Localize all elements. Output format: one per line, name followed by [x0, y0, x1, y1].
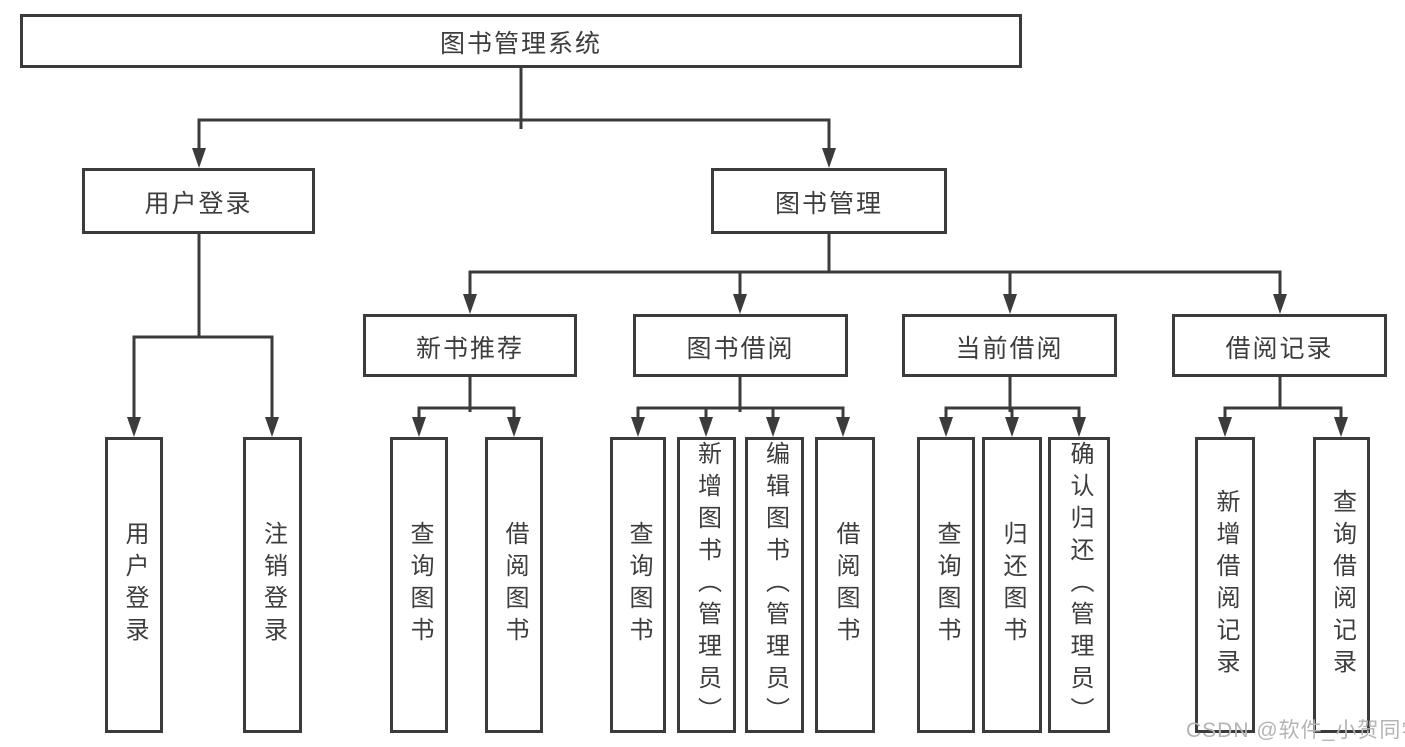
leaf-return-book: 归还图书 — [982, 437, 1042, 733]
leaf-add-book-admin-label: 新增图书（管理员） — [693, 441, 721, 729]
node-book-management: 图书管理 — [711, 168, 947, 234]
leaf-query-books-recommend-label: 查询图书 — [406, 521, 433, 649]
leaf-query-borrow-record-label: 查询借阅记录 — [1328, 489, 1356, 681]
node-new-book-recommendation: 新书推荐 — [363, 314, 577, 377]
leaf-borrow-books-recommend: 借阅图书 — [485, 437, 543, 733]
node-book-borrowing: 图书借阅 — [633, 314, 848, 377]
node-current-borrowing-label: 当前借阅 — [955, 334, 1064, 363]
leaf-return-book-label: 归还图书 — [999, 521, 1026, 649]
csdn-watermark: CSDN @软件_小贺同学 — [1186, 719, 1405, 742]
leaf-query-books-current: 查询图书 — [917, 437, 975, 733]
leaf-query-books-current-label: 查询图书 — [933, 521, 960, 649]
leaf-add-borrow-record: 新增借阅记录 — [1195, 437, 1255, 733]
leaf-borrow-books-borrowing: 借阅图书 — [815, 437, 875, 733]
leaf-add-borrow-record-label: 新增借阅记录 — [1212, 489, 1239, 681]
leaf-user-login: 用户登录 — [105, 437, 163, 733]
leaf-confirm-return-admin: 确认归还（管理员） — [1048, 437, 1110, 733]
node-new-book-recommendation-label: 新书推荐 — [415, 334, 524, 363]
node-root: 图书管理系统 — [20, 14, 1022, 68]
leaf-edit-book-admin: 编辑图书（管理员） — [745, 437, 804, 733]
node-root-label: 图书管理系统 — [439, 30, 602, 58]
leaf-add-book-admin: 新增图书（管理员） — [677, 437, 736, 733]
leaf-confirm-return-admin-label: 确认归还（管理员） — [1066, 441, 1093, 729]
node-borrowing-records-label: 借阅记录 — [1225, 334, 1334, 363]
leaf-borrow-books-recommend-label: 借阅图书 — [501, 521, 528, 649]
leaf-edit-book-admin-label: 编辑图书（管理员） — [761, 441, 789, 729]
node-book-management-label: 图书管理 — [774, 190, 883, 218]
leaf-logout-login-label: 注销登录 — [259, 521, 287, 649]
leaf-logout-login: 注销登录 — [243, 437, 302, 733]
node-user-login-label: 用户登录 — [144, 190, 253, 218]
leaf-query-books-recommend: 查询图书 — [390, 437, 448, 733]
node-user-login: 用户登录 — [82, 168, 315, 234]
node-book-borrowing-label: 图书借阅 — [686, 334, 795, 363]
leaf-user-login-label: 用户登录 — [121, 521, 148, 649]
leaf-query-borrow-record: 查询借阅记录 — [1313, 437, 1370, 733]
leaf-borrow-books-borrowing-label: 借阅图书 — [832, 521, 859, 649]
node-borrowing-records: 借阅记录 — [1172, 314, 1387, 377]
node-current-borrowing: 当前借阅 — [902, 314, 1117, 377]
leaf-query-books-borrowing-label: 查询图书 — [625, 521, 652, 649]
leaf-query-books-borrowing: 查询图书 — [610, 437, 666, 733]
